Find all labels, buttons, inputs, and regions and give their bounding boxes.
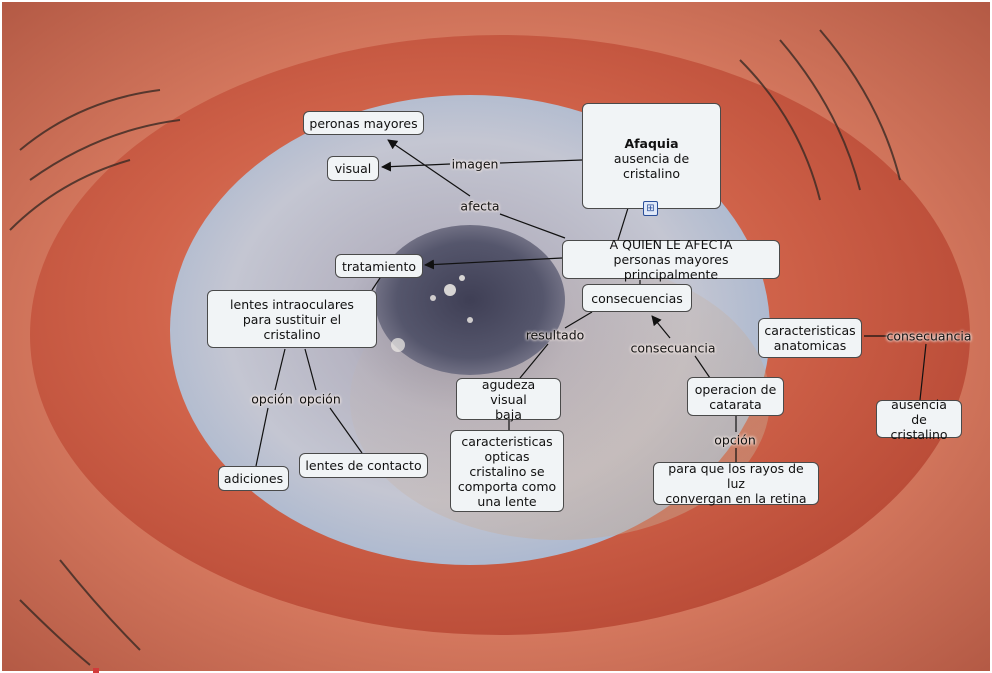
- link-aquien-afecta: [499, 213, 566, 239]
- link-label-opcion: opción: [714, 432, 756, 448]
- main-concept-node[interactable]: Afaquia ausencia de cristalino: [582, 103, 721, 209]
- node-rayos-de-luz[interactable]: para que los rayos de luz convergan en l…: [653, 461, 819, 506]
- link-cons-resultado: [564, 311, 593, 329]
- link-aquien-tratamiento: [424, 257, 563, 270]
- node-caracteristicas-opticas[interactable]: caracteristicas opticas cristalino se co…: [450, 430, 564, 512]
- node-ausencia-cristalino[interactable]: ausencia de cristalino: [876, 397, 962, 442]
- link-opcion1-adiciones: [255, 407, 269, 467]
- node-operacion-catarata[interactable]: operacion de catarata: [687, 377, 784, 416]
- node-tratamiento[interactable]: tratamiento: [335, 254, 423, 278]
- link-lentes-opcion1: [274, 348, 286, 391]
- node-a-quien-le-afecta[interactable]: A QUIEN LE AFECTA personas mayores princ…: [562, 237, 780, 282]
- link-imagen-visual: [381, 161, 451, 172]
- main-concept-title: Afaquia: [624, 135, 679, 151]
- main-concept-subtitle: ausencia de cristalino: [613, 150, 690, 181]
- node-lentes-intraoculares[interactable]: lentes intraoculares para sustituir el c…: [207, 290, 377, 348]
- link-label-consecuancia: consecuancia: [886, 328, 972, 344]
- node-agudeza-visual[interactable]: agudeza visual baja: [456, 377, 561, 422]
- link-main-aquien: [617, 207, 629, 241]
- link-trat-lentes: [371, 277, 381, 291]
- link-consecuancia-ausencia: [919, 343, 927, 401]
- node-visual[interactable]: visual: [327, 156, 379, 181]
- node-caracteristicas-anatomicas[interactable]: caracteristicas anatomicas: [758, 318, 862, 358]
- node-consecuencias[interactable]: consecuencias: [582, 284, 692, 312]
- link-label-resultado: resultado: [525, 327, 585, 343]
- concept-map-resource-icon[interactable]: ⊞: [643, 201, 658, 216]
- edge-mark: [93, 668, 99, 673]
- node-lentes-de-contacto[interactable]: lentes de contacto: [299, 453, 428, 478]
- link-label-opcion: opción: [251, 391, 293, 407]
- link-opcion2-contacto: [329, 407, 363, 454]
- link-label-consecuancia: consecuancia: [630, 340, 716, 356]
- link-label-imagen: imagen: [451, 156, 499, 172]
- link-resultado-agudeza: [519, 343, 549, 379]
- link-main-imagen: [499, 159, 583, 164]
- link-operacion-consecuancia: [694, 355, 711, 379]
- link-label-afecta: afecta: [460, 198, 500, 214]
- link-label-opcion: opción: [299, 391, 341, 407]
- link-consecuancia-cons: [651, 315, 671, 339]
- link-lentes-opcion2: [304, 348, 317, 391]
- node-peronas-mayores[interactable]: peronas mayores: [303, 111, 424, 135]
- link-afecta-peronas: [387, 139, 471, 197]
- node-adiciones[interactable]: adiciones: [218, 466, 289, 491]
